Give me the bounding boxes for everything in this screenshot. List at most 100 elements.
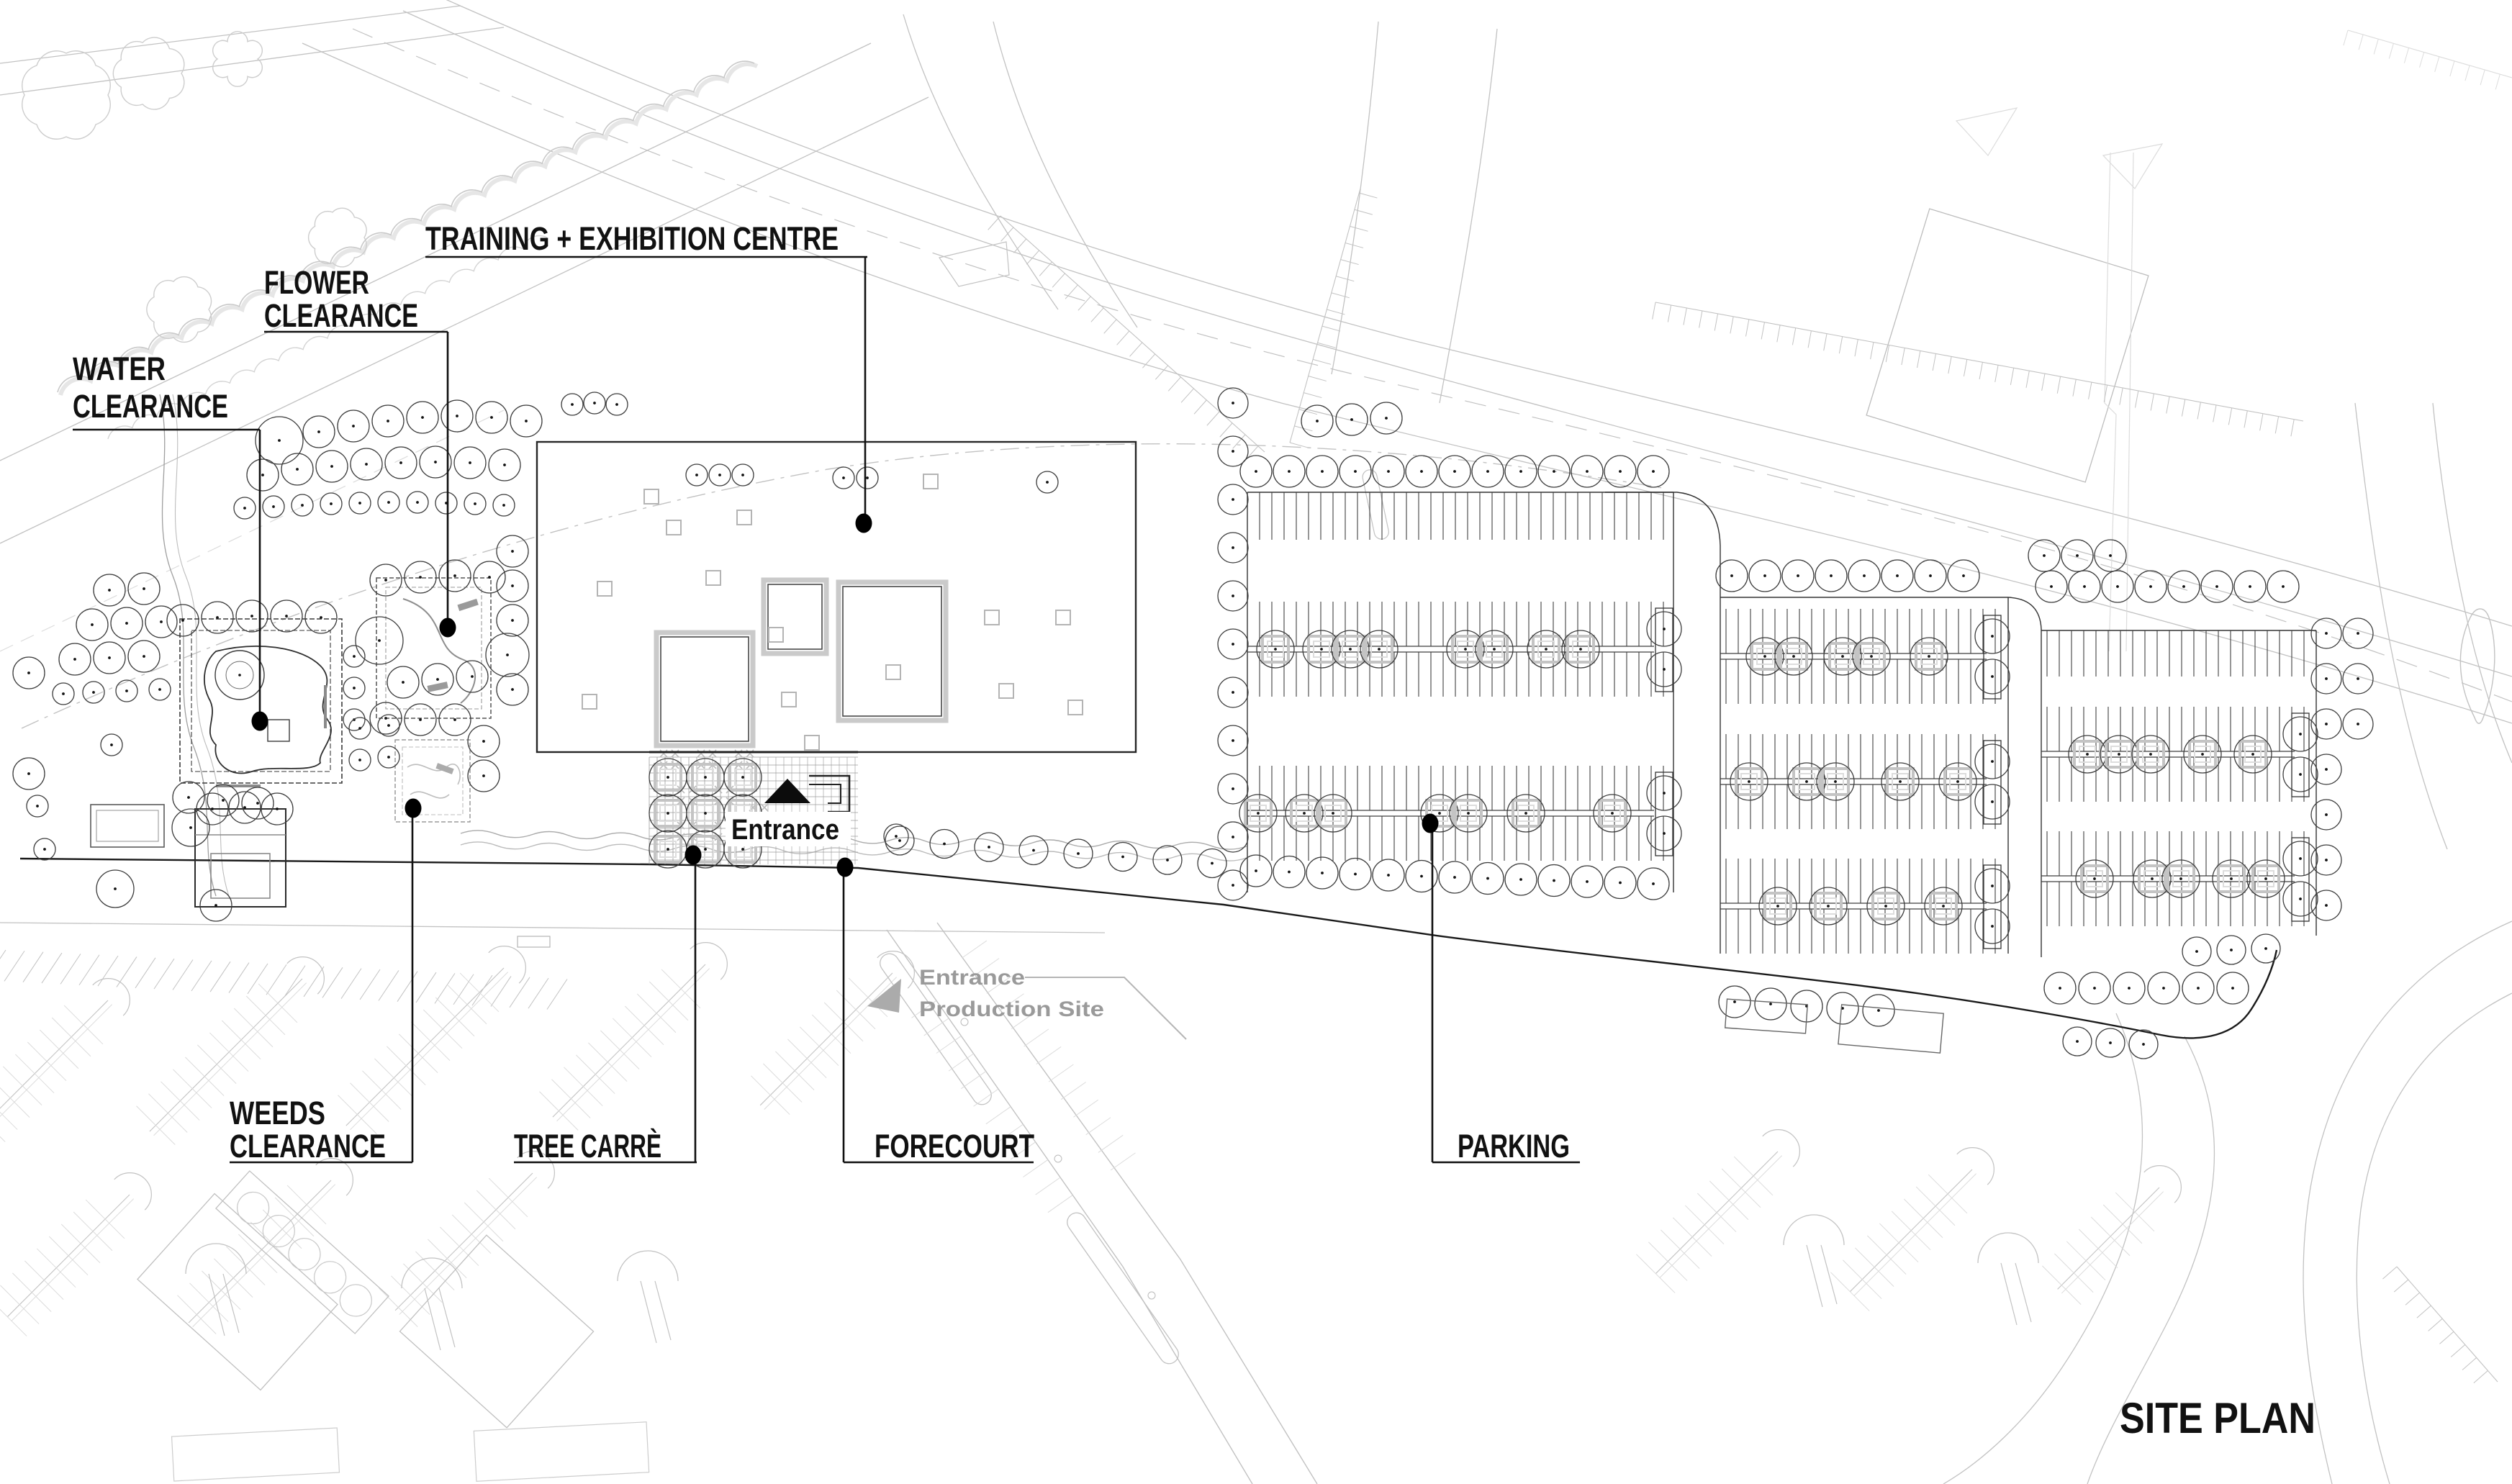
road-edge [1943, 1013, 2143, 1484]
tree-icon [26, 795, 49, 818]
lot-stall-line [459, 972, 480, 993]
tree-center-dot [1763, 574, 1766, 577]
tree-center-dot [1387, 470, 1390, 473]
lot-stall-line [63, 1005, 84, 1026]
label-weeds-clearance-line2: CLEARANCE [230, 1128, 386, 1164]
traffic-island [939, 241, 1010, 287]
tree-icon [488, 448, 521, 481]
tree-center-dot [1350, 418, 1353, 421]
hatch-tick [2150, 393, 2154, 411]
label-parking: PARKING [1458, 1128, 1570, 1164]
tree-icon [464, 492, 487, 515]
leader-dot [1422, 813, 1439, 833]
hatch-tick [1948, 356, 1952, 374]
tree-icon [2062, 1026, 2092, 1057]
hatch-tick [2274, 416, 2280, 434]
lot-stall-line [2066, 1241, 2087, 1262]
lot-stall-line [281, 1229, 302, 1249]
hatch-tick [1932, 353, 1937, 371]
pond-island-inner [225, 661, 254, 689]
tree-center-dot [436, 678, 439, 681]
building-column [1067, 700, 1083, 715]
hatch-tick [1142, 353, 1156, 368]
tree-center-dot [1121, 855, 1124, 859]
tree-icon [1239, 794, 1278, 833]
label-flower-clearance-line1: FLOWER [264, 264, 369, 301]
tree-center-dot [2231, 987, 2234, 990]
tree-icon [1571, 455, 1604, 488]
hatch-tick [1331, 292, 1350, 299]
building-column [768, 627, 784, 643]
building-column [804, 735, 820, 751]
tree-icon [2310, 890, 2342, 921]
hatch-tick [247, 963, 268, 995]
tree-icon [1197, 848, 1227, 879]
label-tree-carre: TREE CARRÈ [514, 1128, 661, 1164]
tree-icon [475, 401, 508, 434]
tree-icon [583, 392, 606, 415]
tree-center-dot [1166, 859, 1169, 861]
tree-center-dot [91, 623, 94, 626]
parking-edge [1605, 492, 1721, 954]
road-edge [2432, 402, 2512, 764]
entrance-label-background [726, 812, 851, 846]
tree-icon [1217, 628, 1249, 660]
tree-canopy-cloud [307, 207, 367, 268]
tree-icon [1823, 637, 1862, 676]
hatch-tick [2119, 387, 2123, 405]
lot-stall-line [167, 1113, 188, 1133]
tree-icon [1646, 611, 1682, 647]
lot-stall-line [466, 1004, 487, 1025]
building-column [736, 510, 752, 525]
tree-icon [1646, 815, 1682, 851]
hatch-tick [1838, 336, 1843, 354]
tree-icon [2131, 735, 2170, 774]
tree-center-dot [471, 675, 474, 678]
tree-icon [145, 605, 178, 638]
tree-icon [115, 679, 138, 702]
hatch-tick [1792, 327, 1797, 345]
production-tank [237, 1191, 270, 1225]
tree-icon [1974, 908, 2010, 944]
tree-icon [1370, 402, 1403, 435]
tree-planter [2251, 864, 2280, 893]
building-column [666, 520, 682, 535]
lot-stall-line [488, 1177, 509, 1198]
lot-stall-line [189, 1282, 209, 1303]
lot-stall-line [2061, 1285, 2082, 1305]
lot-stall-line [643, 1025, 664, 1046]
tree-center-dot [1493, 648, 1496, 651]
tree-planter-inner [1537, 641, 1555, 658]
road-centerline [352, 28, 2512, 702]
lot-stall-line [595, 1074, 615, 1094]
tree-center-dot [1385, 417, 1388, 420]
hatch-tick [2473, 1370, 2488, 1383]
tree-planter [2188, 740, 2217, 769]
tree-icon [2133, 859, 2172, 898]
lot-stall-line [286, 1185, 307, 1205]
tree-planter-inner [1863, 648, 1880, 665]
flower-garden-border-inner [385, 587, 482, 710]
hatch-tick [2056, 376, 2061, 394]
tree-icon [348, 748, 371, 772]
tree-icon [207, 784, 240, 817]
tree-planter-inner [659, 841, 677, 858]
tree-center-dot [1956, 780, 1959, 783]
tree-icon [2035, 570, 2068, 603]
tree-icon [281, 453, 314, 486]
lot-stall-line [836, 990, 857, 1010]
tree-icon [384, 446, 417, 479]
tree-planter [691, 763, 720, 792]
tree-icon [58, 643, 91, 676]
lot-stall-line [381, 1090, 402, 1110]
weeds-squiggle [410, 791, 450, 799]
lot-stall-line [848, 977, 869, 998]
tree-icon [2068, 570, 2101, 603]
tree-icon [1108, 841, 1138, 872]
tree-icon [473, 561, 506, 594]
lot-stall-line [393, 1077, 414, 1098]
traffic-island [1955, 107, 2018, 156]
tree-center-dot [1841, 655, 1844, 658]
lot-stall-line [238, 1234, 258, 1254]
